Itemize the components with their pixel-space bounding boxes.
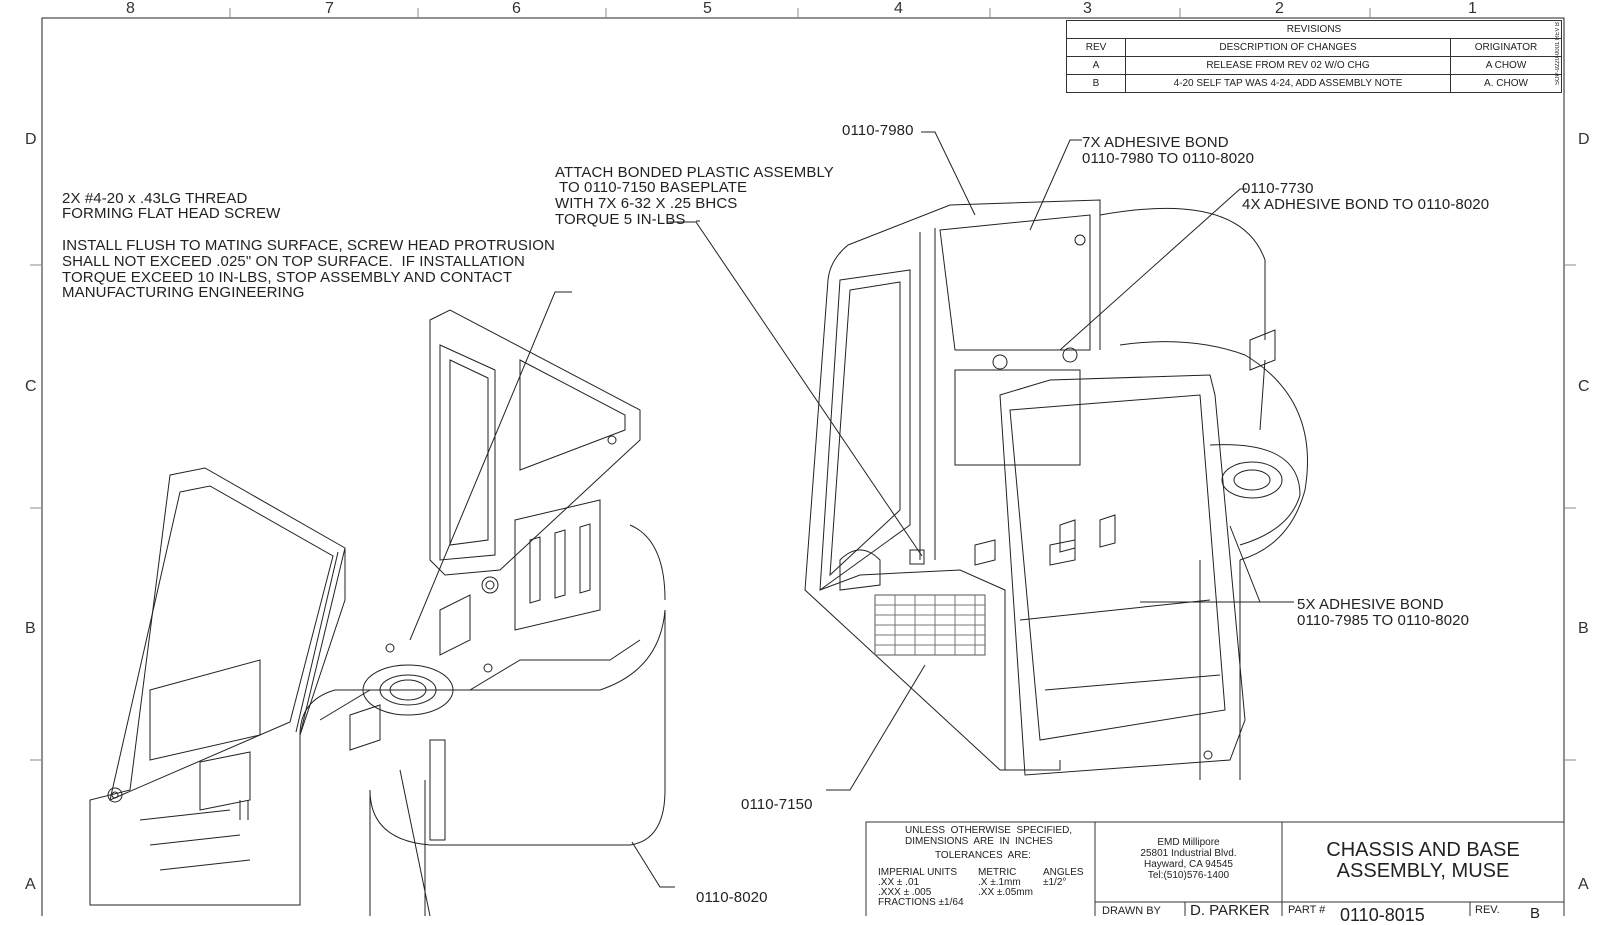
tb-part-label: PART #: [1288, 904, 1326, 916]
zone-row-a-left: A: [25, 876, 36, 893]
note-attach-line1: ATTACH BONDED PLASTIC ASSEMBLY: [555, 164, 834, 181]
revision-id: A: [1066, 56, 1126, 75]
note-screw-line1: 2X #4-20 x .43LG THREAD: [62, 190, 248, 207]
tb-imperial-label: IMPERIAL UNITS: [878, 867, 958, 878]
tb-part-number: 0110-8015: [1340, 905, 1425, 925]
callout-part-7730: 0110-7730: [1242, 180, 1314, 197]
title-block-frame: [865, 821, 1565, 916]
tb-imperial-2: .XXX ± .005: [878, 887, 932, 898]
tb-metric-1: .X ±.1mm: [978, 877, 1021, 888]
zone-row-c-left: C: [25, 378, 37, 395]
zone-ticks: [30, 8, 1576, 761]
tb-fractions: FRACTIONS ±1/64: [878, 897, 964, 908]
callout-bond5-line2: 0110-7985 TO 0110-8020: [1297, 612, 1470, 629]
tb-angles-label: ANGLES: [1043, 867, 1084, 878]
revision-originator: A. CHOW: [1450, 74, 1562, 93]
zone-row-b-right: B: [1578, 620, 1589, 637]
revision-description: 4-20 SELF TAP WAS 4-24, ADD ASSEMBLY NOT…: [1125, 74, 1451, 93]
callout-bond5-line1: 5X ADHESIVE BOND: [1297, 596, 1444, 613]
note-install-line2: SHALL NOT EXCEED .025" ON TOP SURFACE. I…: [62, 253, 525, 270]
zone-row-c-right: C: [1578, 378, 1590, 395]
revision-description: RELEASE FROM REV 02 W/O CHG: [1125, 56, 1451, 75]
tb-rev-value: B: [1530, 905, 1541, 922]
note-install-line4: MANUFACTURING ENGINEERING: [62, 284, 305, 301]
note-screw-line2: FORMING FLAT HEAD SCREW: [62, 205, 281, 222]
zone-col-6: 6: [512, 0, 521, 17]
note-attach-line2: TO 0110-7150 BASEPLATE: [555, 179, 748, 196]
revision-row: A RELEASE FROM REV 02 W/O CHG A CHOW: [1066, 56, 1562, 75]
zone-col-2: 2: [1275, 0, 1284, 17]
right-assembly-view: [804, 199, 1308, 780]
zone-row-d-left: D: [25, 131, 37, 148]
zone-row-b-left: B: [25, 620, 36, 637]
callout-bond7-line2: 0110-7980 TO 0110-8020: [1082, 150, 1255, 167]
zone-row-d-right: D: [1578, 131, 1590, 148]
revision-row: B 4-20 SELF TAP WAS 4-24, ADD ASSEMBLY N…: [1066, 74, 1562, 93]
tb-rev-label: REV.: [1475, 904, 1500, 916]
zone-col-8: 8: [126, 0, 135, 17]
tb-company: EMD Millipore: [1157, 837, 1220, 848]
tb-unless-line1: UNLESS OTHERWISE SPECIFIED,: [905, 825, 1073, 836]
tb-metric-2: .XX ±.05mm: [978, 887, 1033, 898]
revisions-side-label: SOP-9220-0001 REV B: [1555, 22, 1561, 86]
note-install-line3: TORQUE EXCEED 10 IN-LBS, STOP ASSEMBLY A…: [62, 269, 513, 286]
callout-part-7980: 0110-7980: [842, 122, 914, 139]
tb-tolerances: TOLERANCES ARE:: [935, 850, 1031, 861]
tb-phone: Tel:(510)576-1400: [1147, 870, 1230, 881]
callout-bond7-line1: 7X ADHESIVE BOND: [1082, 134, 1229, 151]
note-attach-line4: TORQUE 5 IN-LBS: [555, 211, 686, 228]
leader-lines: [399, 131, 1294, 916]
revisions-header-description: DESCRIPTION OF CHANGES: [1125, 38, 1451, 57]
tb-metric-label: METRIC: [978, 867, 1017, 878]
note-install-line1: INSTALL FLUSH TO MATING SURFACE, SCREW H…: [62, 237, 555, 254]
zone-col-1: 1: [1468, 0, 1477, 17]
revision-originator: A CHOW: [1450, 56, 1562, 75]
zone-col-5: 5: [703, 0, 712, 17]
zone-col-4: 4: [894, 0, 903, 17]
tb-unless-line2: DIMENSIONS ARE IN INCHES: [905, 836, 1053, 847]
tb-title-line2: ASSEMBLY, MUSE: [1336, 860, 1510, 882]
zone-row-a-right: A: [1578, 876, 1589, 893]
left-assembly-view: [89, 309, 666, 916]
tb-angles-value: ±1/2°: [1043, 877, 1067, 888]
revisions-header-originator: ORIGINATOR: [1450, 38, 1562, 57]
callout-bond4: 4X ADHESIVE BOND TO 0110-8020: [1242, 196, 1490, 213]
tb-address1: 25801 Industrial Blvd.: [1140, 848, 1237, 859]
tb-drawn-by-label: DRAWN BY: [1102, 905, 1161, 917]
drawing-border: [41, 17, 1565, 916]
tb-title-line1: CHASSIS AND BASE: [1326, 839, 1520, 861]
revisions-table: REVISIONS REV DESCRIPTION OF CHANGES ORI…: [1066, 20, 1562, 93]
revisions-title: REVISIONS: [1066, 20, 1562, 39]
tb-address2: Hayward, CA 94545: [1144, 859, 1233, 870]
revisions-header-rev: REV: [1066, 38, 1126, 57]
callout-part-8020: 0110-8020: [696, 889, 768, 906]
zone-col-7: 7: [325, 0, 334, 17]
tb-drawn-by: D. PARKER: [1190, 902, 1270, 919]
zone-col-3: 3: [1083, 0, 1092, 17]
callout-part-7150: 0110-7150: [741, 796, 813, 813]
revision-id: B: [1066, 74, 1126, 93]
note-attach-line3: WITH 7X 6-32 X .25 BHCS: [555, 195, 738, 212]
tb-imperial-1: .XX ± .01: [878, 877, 920, 888]
